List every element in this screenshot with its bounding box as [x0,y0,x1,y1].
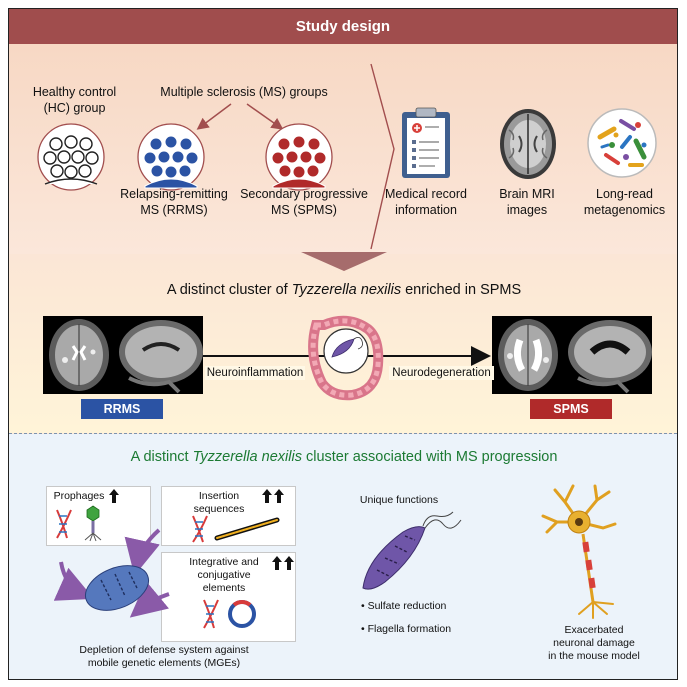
rrms-group-icon [137,123,205,191]
neuroinflammation-label: Neuroinflammation [205,366,305,380]
spms-label: Secondary progressive MS (SPMS) [240,187,368,217]
integrative-up-arrows-icon [272,556,294,570]
metagenomics-icon [587,108,657,178]
spms-group-icon [265,123,333,191]
insertion-up-arrows-icon [262,489,284,503]
mge-arrows [53,528,170,618]
header-title: Study design [295,18,391,35]
section-divider-chevron [370,63,395,250]
integrative-box [161,552,296,642]
neurodegeneration-label: Neurodegeneration [389,366,494,380]
neuron-icon [541,484,617,619]
conjugative-element-icon [203,599,256,629]
exacerbated-label: Exacerbated neuronal damage in the mouse… [548,624,640,662]
gut-icon [308,315,384,401]
progression-title-species: Tyzzerella nexilis [192,449,302,465]
spms-mri-panel [492,316,652,394]
rrms-label: Relapsing-remitting MS (RRMS) [120,187,228,217]
cluster-title-prefix: A distinct cluster of [166,282,292,298]
prophages-up-arrow-icon [109,489,119,503]
spms-tag: SPMS [530,399,612,419]
study-design-header: Study design [9,9,677,44]
figure-frame: Study design Healthy control (HC) group … [8,8,678,680]
section-transition-chevron [301,252,387,271]
ms-group-arrows [196,103,284,130]
study-design-section: Healthy control (HC) group Multiple scle… [9,44,677,254]
progression-section: A distinct Tyzzerella nexilis cluster as… [9,434,677,679]
rrms-tag: RRMS [81,399,163,419]
sulfate-label: • Sulfate reduction [361,600,447,612]
insertion-label: Insertion sequences [193,490,245,515]
depletion-label: Depletion of defense system against mobi… [79,644,249,669]
cluster-title: A distinct cluster of Tyzzerella nexilis… [9,282,677,298]
medical-record-label: Medical record information [385,187,467,217]
integrative-label: Integrative and conjugative elements [189,556,259,594]
progression-title-prefix: A distinct [130,449,193,465]
cluster-section: A distinct cluster of Tyzzerella nexilis… [9,254,677,434]
ms-groups-label: Multiple sclerosis (MS) groups [160,85,328,99]
brain-mri-label: Brain MRI images [499,187,555,217]
cluster-title-species: Tyzzerella nexilis [291,282,402,298]
hc-group-icon [37,123,105,191]
insertion-sequence-icon [192,515,280,543]
flagella-label: • Flagella formation [361,623,452,635]
progression-title: A distinct Tyzzerella nexilis cluster as… [9,449,677,465]
unique-functions-label: Unique functions [359,494,439,506]
clipboard-icon [402,107,450,178]
brain-mri-icon [500,109,556,179]
blue-bacterium-icon [84,565,150,611]
purple-bacterium-icon [362,511,462,590]
rrms-mri-panel [43,316,203,394]
progression-title-suffix: cluster associated with MS progression [301,449,558,465]
metagenomics-label: Long-read metagenomics [583,187,666,217]
prophages-label: Prophages [53,490,105,502]
hc-label: Healthy control (HC) group [32,85,117,115]
phage-dna-icon [56,505,102,542]
cluster-title-suffix: enriched in SPMS [401,282,522,298]
